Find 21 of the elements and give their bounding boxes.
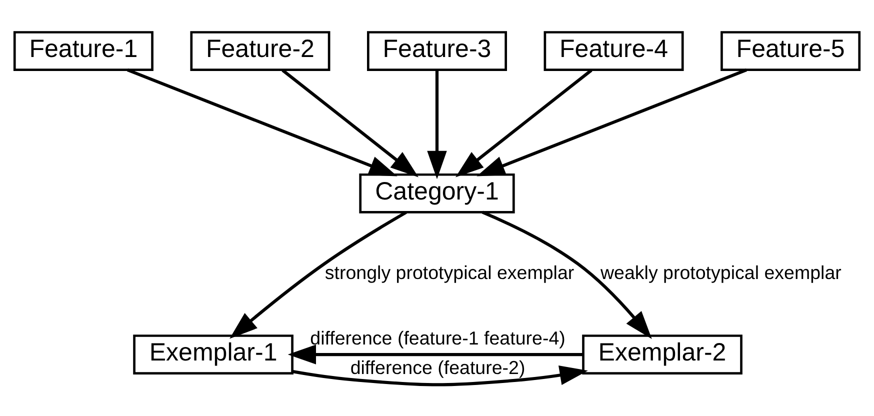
arrow: [230, 210, 407, 338]
arrow: [282, 68, 418, 177]
node-box: Exemplar-2: [582, 334, 742, 374]
edge-label: weakly prototypical exemplar: [600, 261, 842, 282]
arrow: [126, 68, 398, 176]
arrow: [292, 364, 588, 386]
edge-label: difference (feature-1 feature-4): [310, 327, 566, 348]
arrow: [456, 68, 592, 177]
node-box: Category-1: [359, 172, 515, 213]
node-box: Feature-5: [720, 30, 861, 70]
edge-label: difference (feature-2): [350, 356, 526, 378]
arrow: [288, 344, 584, 364]
edge-label: strongly prototypical exemplar: [324, 261, 574, 282]
node-box: Feature-2: [190, 30, 330, 70]
node-box: Feature-4: [544, 30, 684, 70]
node-box: Exemplar-1: [133, 334, 294, 374]
node-box: Feature-3: [367, 30, 507, 70]
arrow: [427, 70, 447, 179]
arrow: [476, 68, 748, 176]
arrow: [482, 210, 652, 339]
node-box: Feature-1: [13, 30, 154, 70]
